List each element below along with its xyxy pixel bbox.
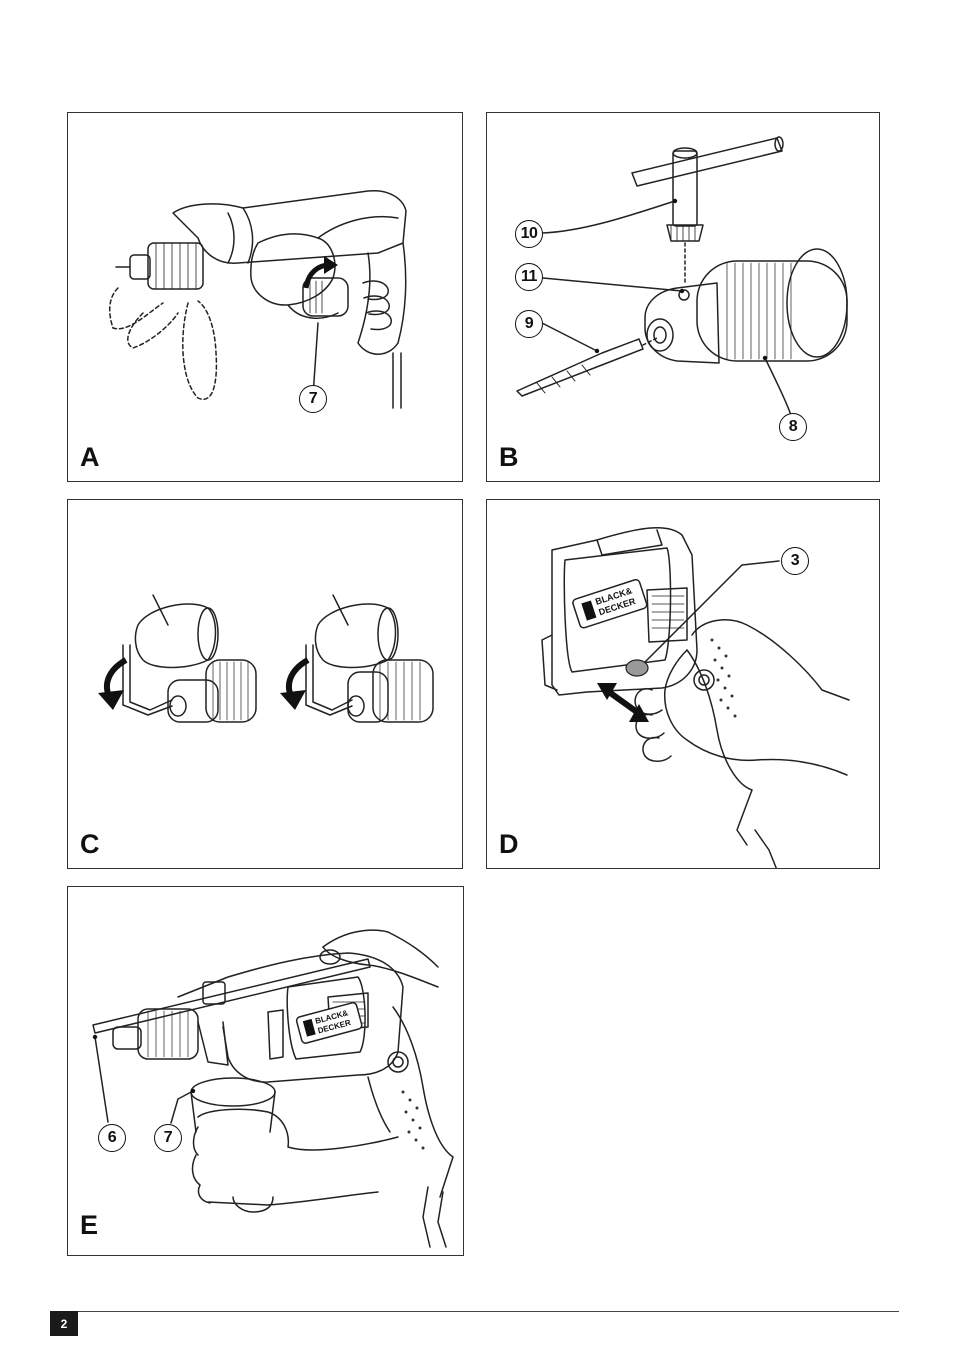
mode-selector-illustration: BLACK& DECKER xyxy=(487,500,880,869)
two-hand-operation-illustration: BLACK& DECKER xyxy=(68,887,464,1256)
callout-7: 7 xyxy=(299,385,327,413)
callout-6: 6 xyxy=(98,1124,126,1152)
figure-panel-b: 10 11 9 8 B xyxy=(486,112,880,482)
chuck-removal-with-hex-key-illustration xyxy=(68,500,463,869)
drill-hand-grip-illustration xyxy=(68,113,463,482)
footer-rule xyxy=(50,1311,899,1312)
figure-panel-a: 7 A xyxy=(67,112,463,482)
panel-letter: C xyxy=(80,831,100,858)
panel-letter: B xyxy=(499,444,519,471)
panel-letter: E xyxy=(80,1212,98,1239)
panel-letter: A xyxy=(80,444,100,471)
callout-3: 3 xyxy=(781,547,809,575)
callout-9: 9 xyxy=(515,310,543,338)
figure-panel-d: BLACK& DECKER 3 D xyxy=(486,499,880,869)
callout-11: 11 xyxy=(515,263,543,291)
panel-letter: D xyxy=(499,831,519,858)
callout-8: 8 xyxy=(779,413,807,441)
figure-panel-c: C xyxy=(67,499,463,869)
page-number: 2 xyxy=(50,1311,78,1336)
callout-7: 7 xyxy=(154,1124,182,1152)
figure-panel-e: BLACK& DECKER 6 7 E xyxy=(67,886,464,1256)
chuck-key-and-drill-bit-illustration xyxy=(487,113,880,482)
callout-10: 10 xyxy=(515,220,543,248)
